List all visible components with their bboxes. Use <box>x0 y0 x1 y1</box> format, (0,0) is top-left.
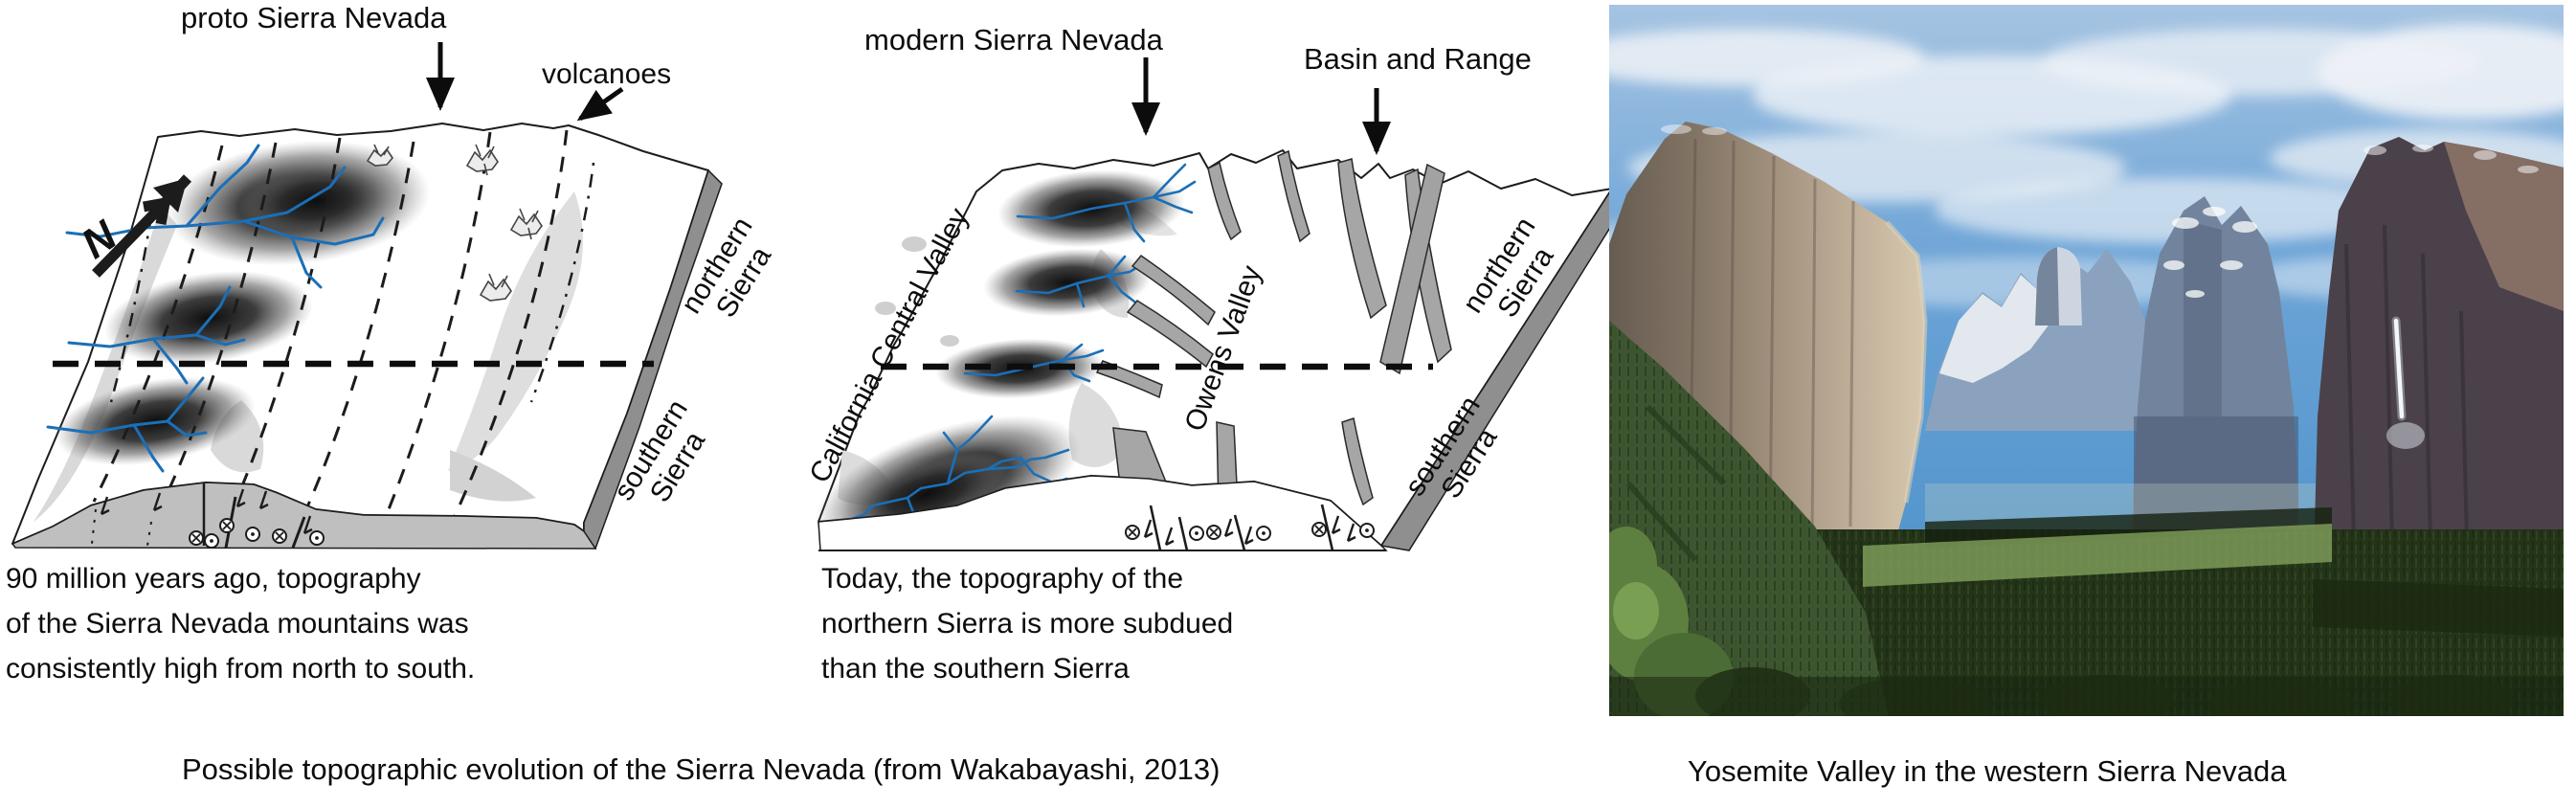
basin-range-slivers <box>1207 149 1452 506</box>
left-front-face-symbols <box>91 483 325 549</box>
left-volcano-sketches <box>366 144 543 302</box>
middle-front-face-symbols <box>1125 504 1375 551</box>
left-fault-lines <box>92 129 595 527</box>
basin-range-label: Basin and Range <box>1304 42 1532 76</box>
left-dark-mountains <box>55 140 431 466</box>
middle-panel-caption: Today, the topography of the northern Si… <box>821 563 1234 685</box>
volcanoes-arrow <box>576 86 624 122</box>
middle-block-diagram <box>814 57 1626 552</box>
block-diagrams-svg <box>11 42 1626 552</box>
photo-caption: Yosemite Valley in the western Sierra Ne… <box>1688 754 2287 788</box>
middle-rivers <box>836 163 1197 526</box>
volcanoes-label: volcanoes <box>542 58 672 90</box>
yosemite-photo <box>1609 5 2564 716</box>
proto-sierra-label: proto Sierra Nevada <box>181 1 447 34</box>
left-block-diagram <box>11 42 723 550</box>
modern-sierra-label: modern Sierra Nevada <box>864 23 1163 56</box>
photo-distant-range <box>1925 247 2164 431</box>
left-panel-caption: 90 million years ago, topography of the … <box>6 563 476 685</box>
figure-caption: Possible topographic evolution of the Si… <box>182 752 1221 786</box>
photo-foreground-trees <box>1609 667 2564 716</box>
photo-cathedral-rocks <box>2313 137 2564 598</box>
north-arrow-icon <box>92 197 170 278</box>
photo-mid-cliffs <box>2131 196 2300 541</box>
